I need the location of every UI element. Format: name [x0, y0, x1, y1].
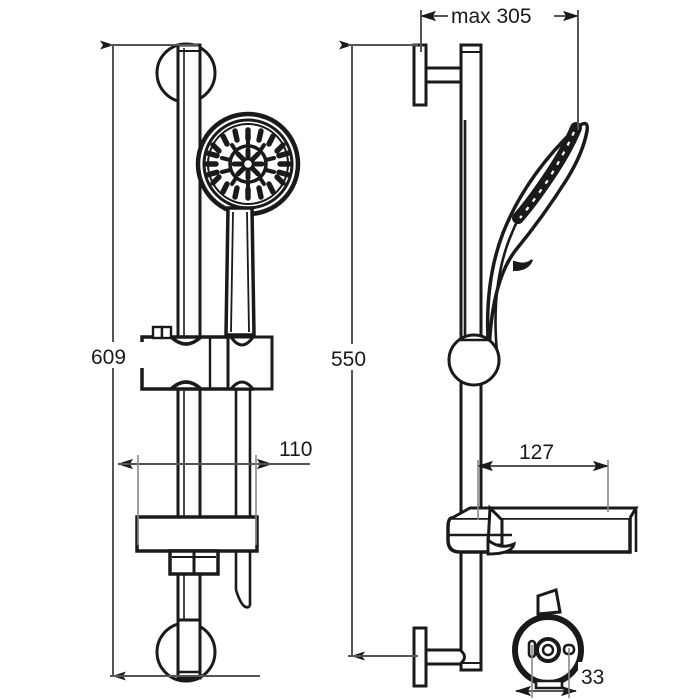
shower-hose: [234, 389, 252, 609]
dim-33-label: 33: [581, 666, 604, 689]
dim-max-305: max 305: [420, 0, 579, 130]
dim-127-label: 127: [519, 441, 554, 464]
detail-view: 33: [512, 588, 620, 698]
dim-127: 127: [477, 438, 609, 520]
flange-centre-bore: [541, 643, 555, 657]
adjustable-slider-bracket: [140, 325, 274, 391]
dim-550: 550: [328, 40, 418, 661]
hand-shower-side-profile: [485, 121, 589, 356]
lower-wall-bracket: [412, 626, 466, 688]
hand-shower-handle: [224, 206, 256, 343]
hose-ball-connector: [447, 333, 501, 387]
dim-609: 609: [88, 40, 260, 681]
dim-33: 33: [515, 645, 620, 698]
rail-bottom-shaft: [176, 618, 202, 680]
dim-110: 110: [117, 436, 326, 545]
dim-609-label: 609: [91, 346, 126, 369]
flange-base-tab: [534, 679, 564, 690]
flange-clip-tab: [536, 588, 562, 616]
dim-max-305-label: max 305: [451, 5, 532, 28]
front-view: 609 110: [88, 40, 326, 683]
side-view: max 305 550 127: [328, 0, 639, 688]
dim-110-label: 110: [279, 438, 312, 461]
dim-550-label: 550: [331, 348, 366, 371]
soap-shelf: [135, 515, 259, 576]
hand-shower-head: [195, 111, 301, 217]
soap-shelf-side: [446, 504, 639, 556]
